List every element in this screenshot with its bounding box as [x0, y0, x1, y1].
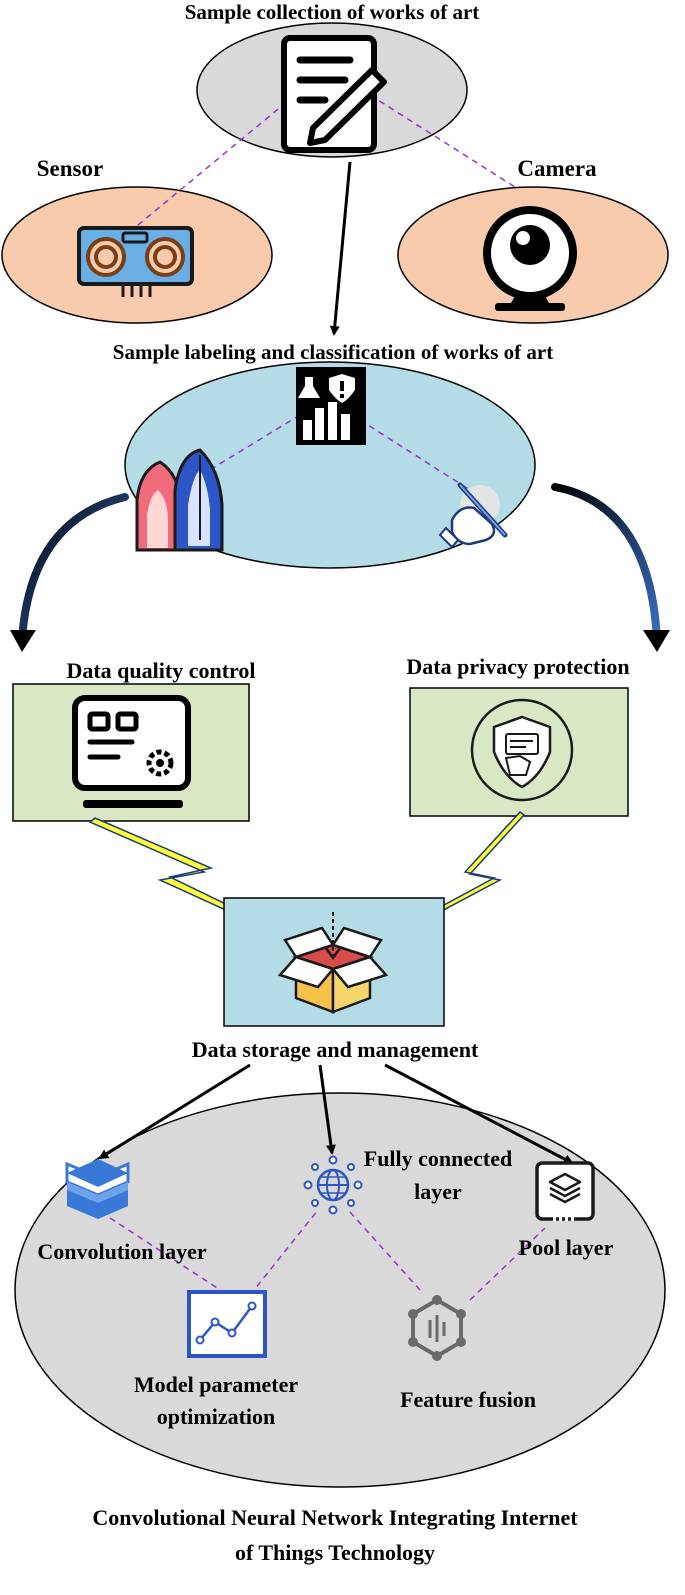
data-privacy-label: Data privacy protection: [406, 654, 629, 679]
document-pencil-icon: [281, 35, 387, 153]
network-globe-icon: [303, 1155, 363, 1215]
curve-arrow-left: [18, 493, 129, 644]
model-param-label-2: optimization: [157, 1404, 276, 1429]
art-figures-icon: [135, 448, 224, 552]
camera-label: Camera: [517, 156, 597, 181]
fully-connected-label-2: layer: [414, 1179, 462, 1204]
feature-fusion-label: Feature fusion: [400, 1387, 536, 1412]
arrow-to-pool: [384, 1063, 574, 1165]
open-box-icon: [277, 912, 389, 1014]
cnn-ellipse: [14, 1092, 666, 1488]
arrow-to-fully-connected: [318, 1064, 336, 1155]
curve-arrow-right: [551, 483, 661, 644]
sample-collection-label: Sample collection of works of art: [185, 0, 480, 24]
sensor-board-icon: [77, 226, 194, 297]
sample-labeling-label: Sample labeling and classification of wo…: [113, 340, 553, 364]
data-quality-label: Data quality control: [66, 658, 255, 683]
lab-chart-shield-icon: [296, 367, 366, 445]
diagram-title-line2: of Things Technology: [235, 1540, 435, 1565]
layers-document-icon: [535, 1161, 595, 1221]
hand-pen-icon: [438, 482, 508, 549]
dashed-link-model-fc: [249, 1209, 319, 1296]
model-param-label-1: Model parameter: [134, 1372, 299, 1397]
pool-layer-label: Pool layer: [519, 1235, 614, 1260]
line-graph-icon: [187, 1290, 267, 1358]
dashed-link-camera: [369, 94, 516, 188]
shield-hand-card-icon: [470, 698, 574, 802]
monitor-gear-icon: [72, 695, 191, 808]
diagram-title-line1: Convolutional Neural Network Integrating…: [92, 1505, 578, 1530]
dashed-link-sensor: [131, 94, 296, 231]
sensor-label: Sensor: [37, 156, 103, 181]
labeling-ellipse: [124, 361, 536, 569]
arrow-to-convolution: [98, 1063, 251, 1160]
data-storage-label: Data storage and management: [192, 1037, 479, 1062]
dashed-link-conv-model: [109, 1217, 226, 1294]
arrow-collection-to-labeling: [329, 161, 352, 336]
convolution-layer-label: Convolution layer: [37, 1239, 207, 1264]
curve-arrow-right-head: [643, 630, 670, 652]
hex-network-icon: [408, 1295, 466, 1361]
layers-stack-icon: [65, 1159, 130, 1219]
fully-connected-label-1: Fully connected: [364, 1146, 513, 1171]
webcam-icon: [483, 206, 577, 311]
curve-arrow-left-head: [10, 630, 36, 652]
